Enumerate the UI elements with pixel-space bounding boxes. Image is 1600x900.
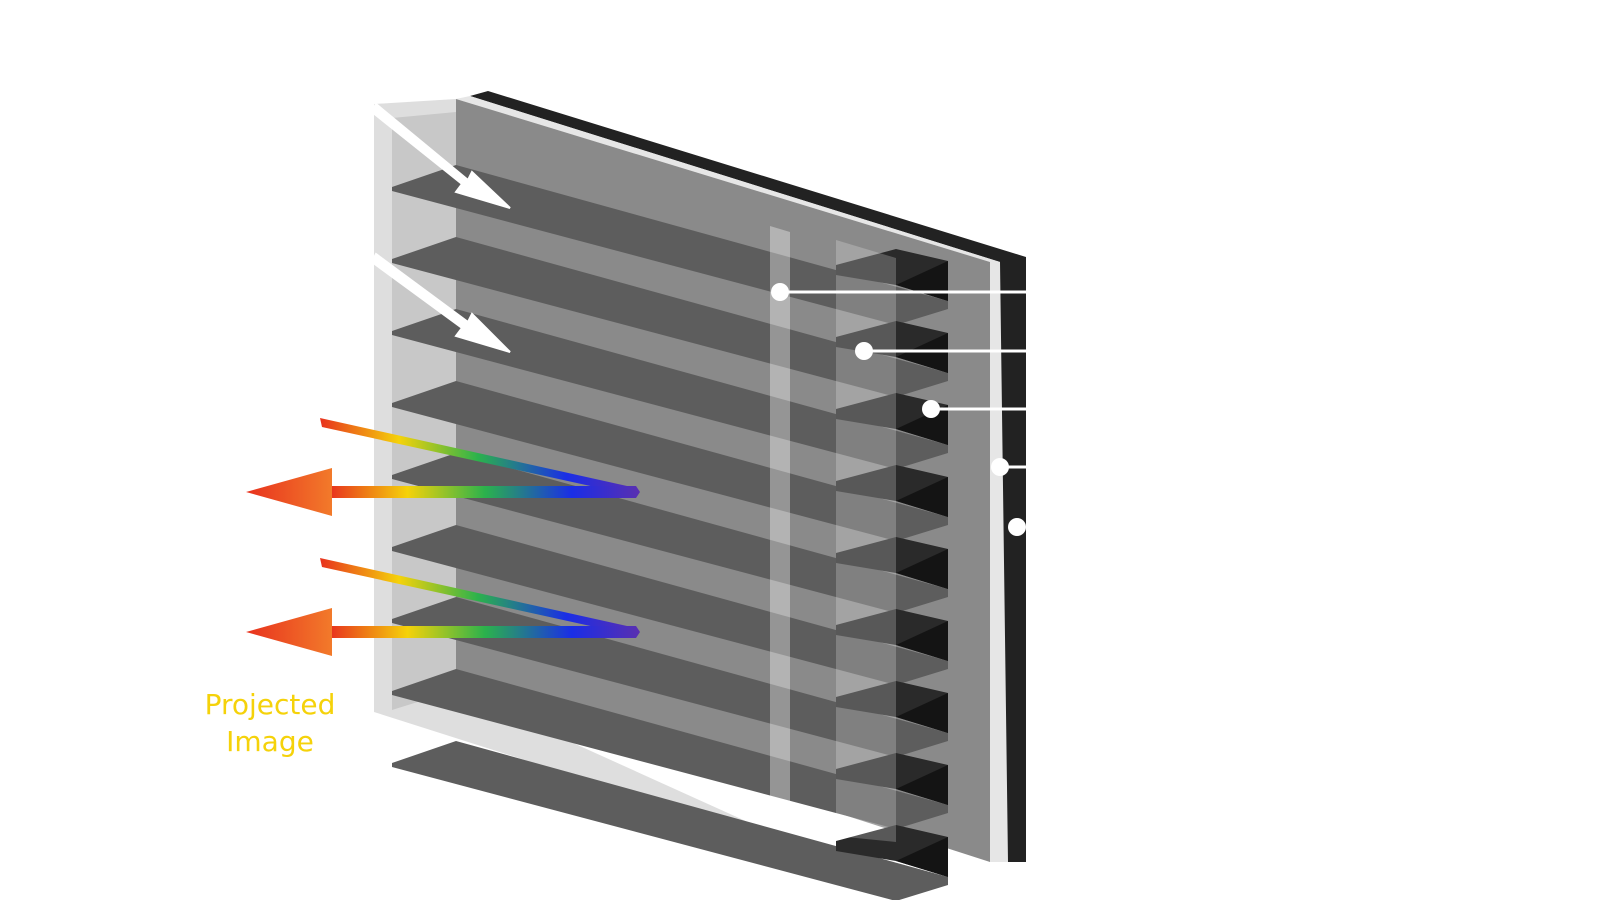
projected-arrow-head-2	[246, 608, 332, 656]
callout-1	[771, 283, 1026, 301]
louver-8	[392, 669, 948, 829]
louver-ridge-face-2	[896, 333, 948, 373]
translucent-strip-2	[836, 240, 896, 842]
louver-ridge-face-4	[896, 477, 948, 517]
translucent-strip-1	[770, 226, 790, 832]
callout-2	[855, 342, 1026, 360]
projected-ray-1	[246, 418, 640, 516]
callout-4	[991, 458, 1026, 476]
projected-ray-2	[246, 558, 640, 656]
louver-6	[392, 525, 948, 685]
louver-1	[392, 165, 948, 325]
projected-image-label: Projected Image	[170, 686, 370, 760]
incoming-light-arrow-1	[370, 102, 511, 209]
louver-ridge-face-8	[896, 765, 948, 805]
louver-ridge-face-6	[896, 621, 948, 661]
louver-ridge-face-5	[896, 549, 948, 589]
louver-3	[392, 309, 948, 469]
louver-ridge-face-7	[896, 693, 948, 733]
projected-arrow-head-1	[246, 468, 332, 516]
incoming-light-arrow-2	[370, 252, 511, 353]
caption-line-2: Image	[226, 725, 314, 758]
louver-ridge-face-9	[896, 837, 948, 877]
callout-3	[922, 400, 1026, 418]
callout-5	[1008, 518, 1026, 536]
caption-line-1: Projected	[204, 688, 336, 721]
louver-9	[392, 741, 948, 900]
louver-2	[392, 237, 948, 397]
louver-4	[392, 381, 948, 541]
